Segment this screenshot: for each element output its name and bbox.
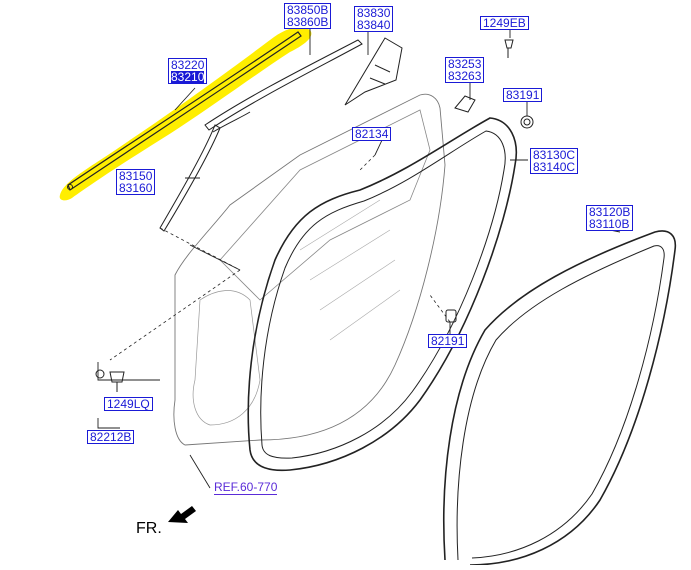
front-direction-label: FR. xyxy=(136,520,162,537)
label-83120b-83110b: 83120B 83110B xyxy=(586,205,634,231)
label-83840: 83840 xyxy=(357,18,391,32)
clip-82212b xyxy=(95,369,105,379)
plug-83191 xyxy=(520,115,534,129)
label-83850b: 83850B xyxy=(287,3,329,17)
label-83150: 83150 xyxy=(119,169,153,183)
label-83850b-83860b: 83850B 83860B xyxy=(284,3,332,29)
label-83130c-83140c: 83130C 83140C xyxy=(530,148,579,174)
body-weatherstrip-inner xyxy=(456,245,665,561)
label-83120b: 83120B xyxy=(589,205,631,219)
label-1249lq: 1249LQ xyxy=(104,397,153,411)
label-83253: 83253 xyxy=(448,57,482,71)
moulding-end-clip xyxy=(67,184,73,190)
label-83150-83160: 83150 83160 xyxy=(116,169,156,195)
label-1249eb: 1249EB xyxy=(480,16,529,30)
screw-1249eb xyxy=(504,39,514,58)
label-83830-83840: 83830 83840 xyxy=(354,6,394,32)
delta-moulding-detail xyxy=(369,64,391,85)
door-weatherstrip xyxy=(247,117,517,472)
door-window-frame xyxy=(219,109,431,301)
label-83263: 83263 xyxy=(448,69,482,83)
label-83130c: 83130C xyxy=(533,148,576,162)
run-channel xyxy=(159,124,221,232)
front-arrow-icon xyxy=(168,506,196,523)
label-83830: 83830 xyxy=(357,6,391,20)
highlight-overlay xyxy=(59,27,312,201)
plug-83191-inner xyxy=(523,118,531,126)
body-weatherstrip xyxy=(443,230,677,566)
label-82191: 82191 xyxy=(428,334,468,348)
label-83220: 83220 xyxy=(171,58,205,72)
door-inner-detail xyxy=(299,199,401,341)
label-83253-83263: 83253 83263 xyxy=(445,57,485,83)
label-83140c: 83140C xyxy=(533,160,576,174)
door-weatherstrip-inner xyxy=(260,130,506,459)
clip-1249lq xyxy=(109,371,125,392)
label-83160: 83160 xyxy=(119,181,153,195)
bracket-83253 xyxy=(454,95,476,113)
label-83220-83210: 83220 83210 xyxy=(168,58,208,84)
run-channel-inner xyxy=(212,111,251,133)
label-83210: 83210 xyxy=(171,70,205,84)
dashed-leaders xyxy=(109,154,451,361)
upper-moulding xyxy=(67,31,302,191)
label-82212b: 82212B xyxy=(87,430,135,444)
label-83110b: 83110B xyxy=(589,217,630,231)
door-outline xyxy=(173,93,446,446)
label-83860b: 83860B xyxy=(287,15,329,29)
label-82134: 82134 xyxy=(352,127,392,141)
ref-label: REF.60-770 xyxy=(214,480,278,495)
window-weatherstrip xyxy=(204,39,363,131)
door-inner-panel xyxy=(192,290,261,426)
delta-moulding xyxy=(344,37,403,106)
label-83191: 83191 xyxy=(503,88,543,102)
